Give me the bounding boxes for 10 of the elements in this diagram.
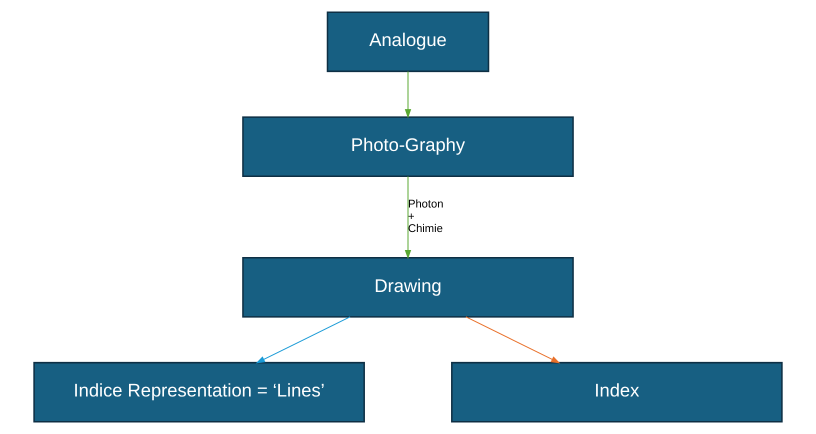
node-box: Analogue	[326, 11, 490, 72]
arrow	[256, 316, 350, 364]
node-box: Drawing	[242, 257, 574, 318]
edge-label: Photon + Chimie	[408, 198, 444, 236]
arrow	[404, 176, 412, 260]
arrow	[466, 316, 560, 364]
node-box: Photo-Graphy	[242, 116, 574, 177]
node-box: Index	[451, 362, 783, 423]
node-box: Indice Representation = ‘Lines’	[33, 362, 365, 423]
arrow	[404, 71, 412, 118]
